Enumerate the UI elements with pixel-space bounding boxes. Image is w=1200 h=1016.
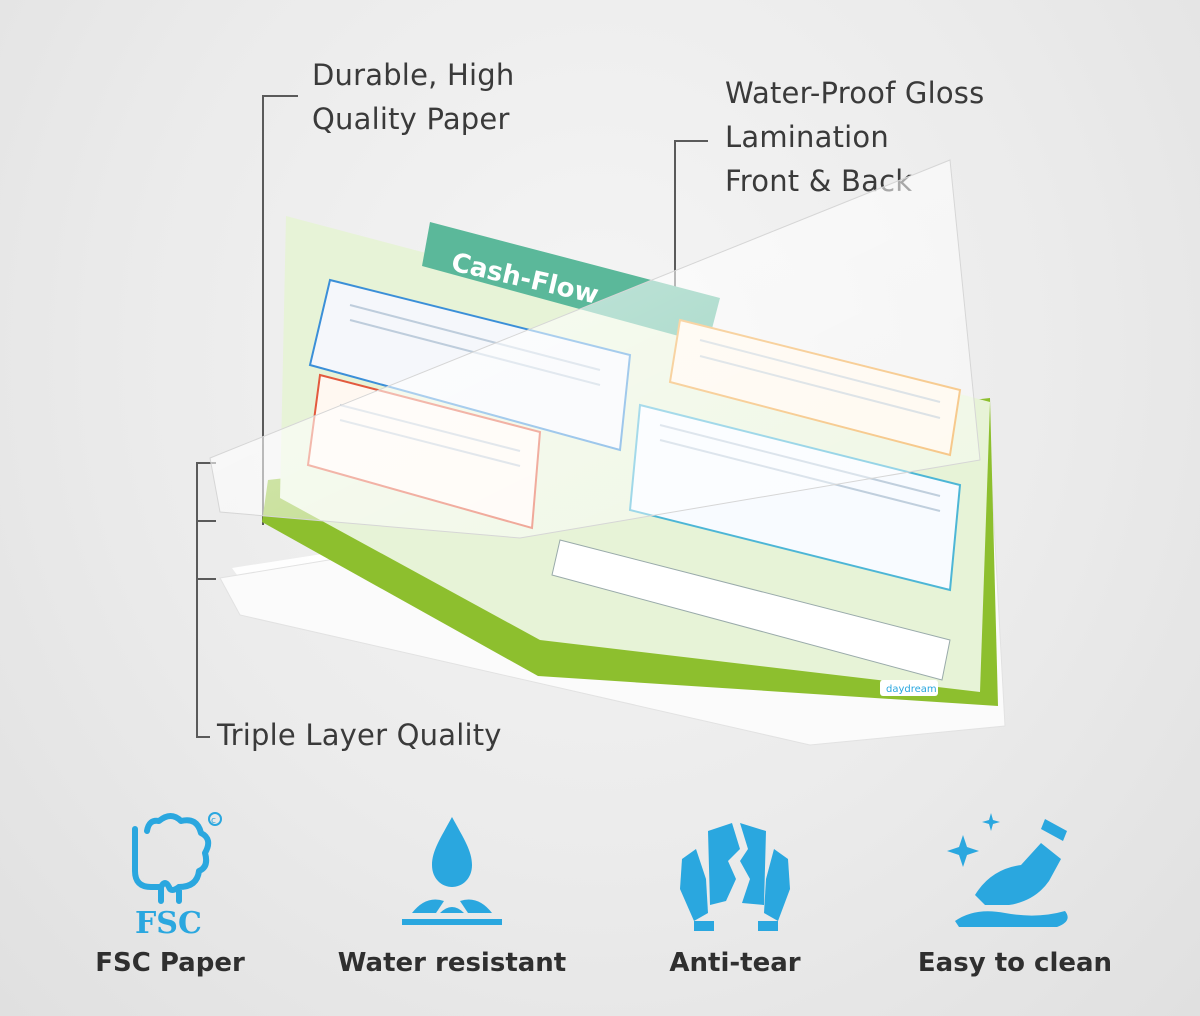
lamination-leader-horizontal — [674, 140, 708, 142]
torn-paper-icon — [680, 823, 790, 931]
triple-leader-bottom — [196, 736, 210, 738]
svg-text:c: c — [211, 816, 216, 826]
paper-callout-line-1: Durable, High — [312, 58, 515, 92]
fsc-tree-icon: c FSC — [132, 812, 222, 937]
wiping-hand-icon — [947, 813, 1068, 927]
feature-label-fsc: FSC Paper — [95, 948, 245, 978]
feature-label-anti-tear: Anti-tear — [669, 948, 801, 978]
triple-leader-tick-3 — [196, 578, 216, 580]
fsc-icon-text: FSC — [135, 906, 202, 937]
paper-leader-horizontal — [262, 95, 298, 97]
water-drop-icon — [402, 817, 502, 925]
triple-leader-vertical — [196, 462, 198, 738]
brand-name: daydream — [886, 684, 937, 695]
lamination-callout-line-1: Water-Proof Gloss — [725, 76, 985, 110]
poster-layer-stack: Cash-Flow daydream — [160, 120, 1060, 800]
lamination-callout-line-2: Lamination — [725, 120, 889, 154]
feature-water: Water resistant — [322, 808, 582, 978]
brand-badge — [880, 680, 938, 696]
triple-leader-tick-2 — [196, 520, 216, 522]
paper-callout: Durable, High Quality Paper — [312, 53, 514, 141]
triple-layer-callout: Triple Layer Quality — [217, 713, 502, 757]
gloss-lamination-layer — [209, 159, 981, 539]
paper-leader-vertical — [262, 95, 264, 525]
feature-label-water: Water resistant — [337, 948, 567, 978]
lamination-leader-vertical — [674, 140, 676, 300]
feature-label-easy-clean: Easy to clean — [917, 948, 1113, 978]
triple-layer-callout-text: Triple Layer Quality — [217, 718, 502, 752]
feature-easy-clean: Easy to clean — [885, 808, 1145, 978]
triple-leader-tick-1 — [196, 462, 216, 464]
feature-fsc: c FSC FSC Paper — [40, 808, 300, 978]
features-row: c FSC FSC Paper Water resistant — [0, 808, 1200, 1016]
paper-callout-line-2: Quality Paper — [312, 102, 510, 136]
feature-anti-tear: Anti-tear — [605, 808, 865, 978]
